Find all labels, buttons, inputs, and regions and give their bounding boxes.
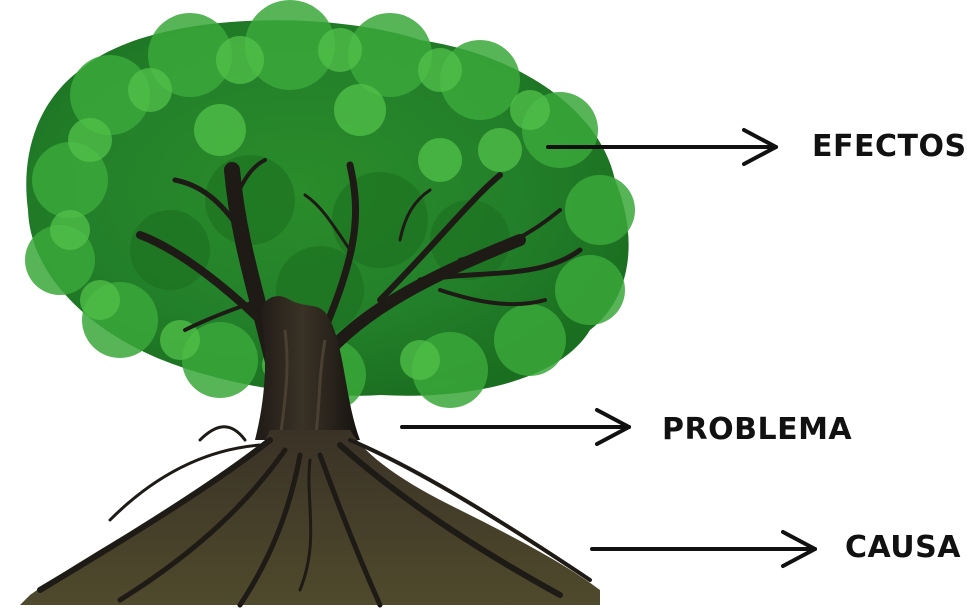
effects-label: EFECTOS xyxy=(812,129,967,164)
right-arrow-icon xyxy=(546,128,778,166)
problem-label: PROBLEMA xyxy=(662,412,853,447)
tree-trunk xyxy=(255,296,360,441)
right-arrow-icon xyxy=(400,408,631,446)
tree-roots xyxy=(20,425,600,608)
cause-label: CAUSA xyxy=(845,530,961,565)
right-arrow-icon xyxy=(590,530,817,568)
